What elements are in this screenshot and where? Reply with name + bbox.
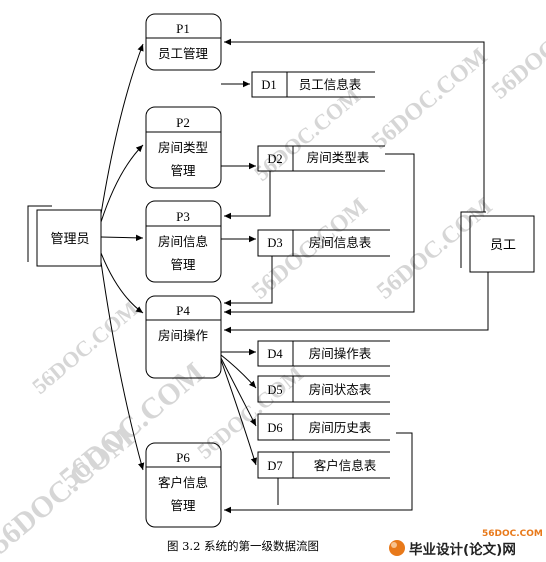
process-label: 客户信息 <box>158 475 208 490</box>
store-id: D2 <box>267 152 282 166</box>
process-label: 房间类型 <box>158 140 208 155</box>
flows-admin <box>100 43 145 471</box>
store-d5: D5 房间状态表 <box>257 375 390 403</box>
process-label: 管理 <box>170 257 196 272</box>
store-label: 客户信息表 <box>314 458 377 473</box>
store-id: D7 <box>267 459 282 473</box>
site-logo: 56DOC.COM 毕业设计(论文)网 <box>389 529 543 558</box>
store-d3: D3 房间信息表 <box>257 229 390 257</box>
watermark: 56DOC.COM <box>372 193 497 304</box>
watermark: 56DOC.COM <box>0 421 140 560</box>
store-d1: D1 员工信息表 <box>251 71 375 98</box>
process-p6: P6 客户信息 管理 <box>145 442 222 528</box>
process-label: 管理 <box>170 498 196 513</box>
process-id: P4 <box>176 303 190 318</box>
process-label: 房间信息 <box>158 234 208 249</box>
store-label: 房间历史表 <box>309 420 372 435</box>
store-id: D6 <box>267 421 282 435</box>
store-id: D1 <box>261 78 276 92</box>
watermark: 56DOC.COM <box>249 83 365 186</box>
process-id: P3 <box>176 209 190 224</box>
process-p4: P4 房间操作 <box>145 295 222 379</box>
store-d2: D2 房间类型表 <box>257 145 385 172</box>
watermark: 56DOC.COM <box>367 43 492 154</box>
store-d7: D7 客户信息表 <box>257 451 390 479</box>
store-label: 房间操作表 <box>309 346 372 361</box>
store-label: 员工信息表 <box>299 77 362 92</box>
store-id: D5 <box>267 383 282 397</box>
logo-text: 毕业设计(论文)网 <box>409 541 516 558</box>
process-id: P2 <box>176 115 190 130</box>
watermark: 56DOC.COM <box>487 0 546 105</box>
process-p3: P3 房间信息 管理 <box>145 200 222 283</box>
process-id: P6 <box>176 450 190 465</box>
entity-label: 员工 <box>490 238 516 253</box>
process-label: 员工管理 <box>158 46 209 61</box>
store-label: 房间类型表 <box>307 150 370 165</box>
store-label: 房间信息表 <box>309 235 372 250</box>
entity-admin: 管理员 <box>27 205 102 267</box>
store-label: 房间状态表 <box>309 382 372 397</box>
entity-label: 管理员 <box>50 232 89 247</box>
logo-url: 56DOC.COM <box>482 529 543 539</box>
process-p1: P1 员工管理 <box>145 13 222 71</box>
store-id: D4 <box>267 347 283 361</box>
store-d4: D4 房间操作表 <box>257 340 390 367</box>
flows-stores <box>220 80 415 514</box>
watermark: 56DOC.COM <box>27 296 143 399</box>
process-id: P1 <box>176 21 190 36</box>
store-id: D3 <box>267 236 282 250</box>
process-p2: P2 房间类型 管理 <box>145 106 222 189</box>
process-label: 管理 <box>170 163 196 178</box>
logo-globe-icon <box>389 540 405 556</box>
entity-employee: 员工 <box>460 211 535 273</box>
figure-caption: 图 3.2 系统的第一级数据流图 <box>167 539 319 553</box>
flows-employee <box>224 38 489 334</box>
store-d6: D6 房间历史表 <box>257 413 390 441</box>
process-label: 房间操作 <box>158 328 209 343</box>
